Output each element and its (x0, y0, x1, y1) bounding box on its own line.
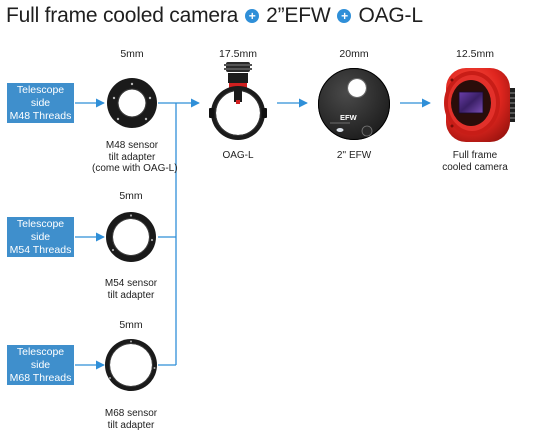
m54-size-label: 5mm (111, 191, 151, 203)
input-m54-line1: Telescope side (7, 218, 74, 244)
input-m48-line2: M48 Threads (10, 110, 72, 123)
m48-caption-line3: (come with OAG-L) (92, 163, 172, 175)
camera-image (444, 68, 515, 142)
efw-caption: 2'' EFW (324, 150, 384, 162)
input-box-m68: Telescope side M68 Threads (7, 345, 74, 385)
efw-image: EFW (318, 68, 390, 140)
m48-caption: M48 sensor tilt adapter (come with OAG-L… (92, 140, 172, 175)
input-box-m48: Telescope side M48 Threads (7, 83, 74, 123)
m48-caption-line1: M48 sensor (92, 140, 172, 152)
input-m68-line2: M68 Threads (10, 372, 72, 385)
oag-image (209, 62, 267, 140)
camera-caption-line2: cooled camera (440, 162, 510, 174)
m54-adapter-image (106, 212, 156, 262)
m68-caption: M68 sensor tilt adapter (91, 408, 171, 431)
input-m68-line1: Telescope side (7, 346, 74, 372)
input-m48-line1: Telescope side (7, 84, 74, 110)
m48-adapter-image (107, 78, 157, 128)
m54-caption: M54 sensor tilt adapter (91, 278, 171, 301)
m68-adapter-image (105, 339, 157, 391)
m48-caption-line2: tilt adapter (92, 152, 172, 164)
camera-caption-line1: Full frame (440, 150, 510, 162)
m54-caption-line1: M54 sensor (91, 278, 171, 290)
m68-size-label: 5mm (111, 320, 151, 332)
oag-caption: OAG-L (208, 150, 268, 162)
m68-caption-line1: M68 sensor (91, 408, 171, 420)
m68-caption-line2: tilt adapter (91, 420, 171, 432)
efw-size-label: 20mm (324, 49, 384, 61)
input-m54-line2: M54 Threads (10, 244, 72, 257)
camera-size-label: 12.5mm (445, 49, 505, 61)
camera-caption: Full frame cooled camera (440, 150, 510, 173)
efw-badge-text: EFW (340, 113, 358, 122)
m48-size-label: 5mm (112, 49, 152, 61)
m54-caption-line2: tilt adapter (91, 290, 171, 302)
oag-size-label: 17.5mm (208, 49, 268, 61)
input-box-m54: Telescope side M54 Threads (7, 217, 74, 257)
